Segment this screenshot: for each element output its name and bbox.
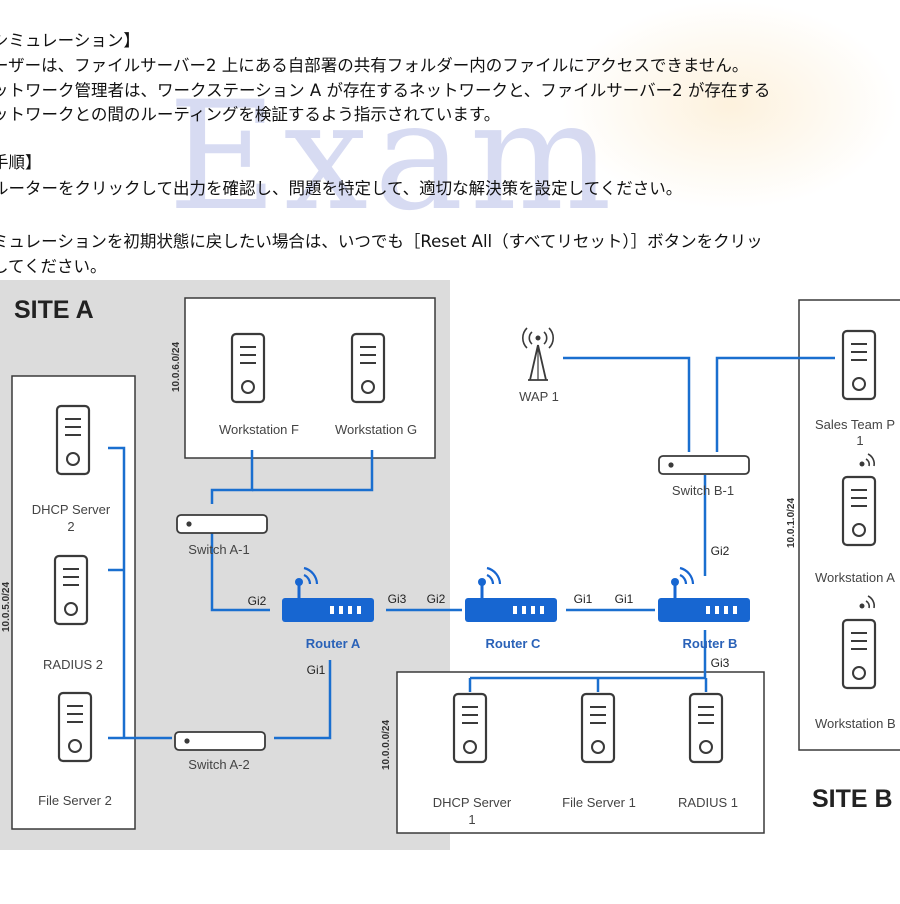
file-server-2-label: File Server 2 xyxy=(38,793,112,808)
dhcp-server-2-label-line2: 2 xyxy=(67,519,74,534)
instructions-panel: Exam シミュレーション】 ーザーは、ファイルサーバー2 上にある自部署の共有… xyxy=(0,0,900,280)
file-server-2-icon[interactable] xyxy=(57,691,93,763)
network-links xyxy=(108,356,835,740)
instruction-line-2: ーザーは、ファイルサーバー2 上にある自部署の共有フォルダー内のファイルにアクセ… xyxy=(0,56,749,75)
sales-team-label-line2: 1 xyxy=(856,433,863,448)
workstation-f-label: Workstation F xyxy=(219,422,299,437)
link-wsg-switch-a1 xyxy=(252,450,374,492)
interface-label-router-a-gi1: Gi1 xyxy=(307,663,326,677)
watermark: Exam xyxy=(168,70,618,244)
interface-label-router-a-gi3: Gi3 xyxy=(388,592,407,606)
workstation-a-icon[interactable] xyxy=(841,475,877,547)
wap1-icon[interactable] xyxy=(522,327,554,381)
site-a-title: SITE A xyxy=(14,296,94,324)
interface-label-router-a-gi2: Gi2 xyxy=(248,594,267,608)
switch-a2-icon[interactable] xyxy=(174,731,266,751)
diagram-canvas: SITE A 10.0.6.0/24 10.0.5.0/24 10.0.1.0/… xyxy=(0,280,900,850)
dhcp-server-1-icon[interactable] xyxy=(452,692,488,764)
interface-label-router-b-gi2: Gi2 xyxy=(711,544,730,558)
instruction-line-8: してください。 xyxy=(0,257,107,276)
radius-1-icon[interactable] xyxy=(688,692,724,764)
workstation-a-label: Workstation A xyxy=(815,570,895,585)
link-wap1-switch-b1 xyxy=(563,356,691,452)
link-servers-a-trunk xyxy=(108,446,126,738)
network-diagram: SITE A 10.0.6.0/24 10.0.5.0/24 10.0.1.0/… xyxy=(0,280,900,900)
interface-label-router-c-gi2: Gi2 xyxy=(427,592,446,606)
link-wsf-switch-a1 xyxy=(210,450,254,504)
instruction-line-3: ットワーク管理者は、ワークステーション A が存在するネットワークと、ファイルサ… xyxy=(0,81,771,100)
file-server-1-label: File Server 1 xyxy=(562,795,636,810)
wap1-label: WAP 1 xyxy=(519,389,559,404)
subnet-label-10-0-1: 10.0.1.0/24 xyxy=(786,498,797,548)
instruction-line-1: シミュレーション】 xyxy=(0,31,140,50)
dhcp-server-1-label-line2: 1 xyxy=(468,812,475,827)
workstation-f-icon[interactable] xyxy=(230,332,266,404)
interface-label-router-c-gi1: Gi1 xyxy=(574,592,593,606)
subnet-label-10-0-6: 10.0.6.0/24 xyxy=(171,342,182,392)
sales-team-pc-icon[interactable] xyxy=(841,329,877,401)
switch-b1-icon[interactable] xyxy=(658,455,750,475)
instruction-line-7: ミュレーションを初期状態に戻したい場合は、いつでも［Reset All（すべてリ… xyxy=(0,232,763,251)
router-b-label[interactable]: Router B xyxy=(683,636,738,651)
workstation-g-label: Workstation G xyxy=(335,422,417,437)
router-b-icon[interactable] xyxy=(656,566,752,624)
link-switch-a2-router-a xyxy=(274,660,332,740)
instruction-line-4: ットワークとの間のルーティングを検証するよう指示されています。 xyxy=(0,105,501,124)
background-glow xyxy=(560,0,900,210)
subnet-label-10-0-5: 10.0.5.0/24 xyxy=(1,582,12,632)
instruction-line-5: 手順】 xyxy=(0,153,42,172)
workstation-b-label: Workstation B xyxy=(815,716,896,731)
router-c-label[interactable]: Router C xyxy=(486,636,542,651)
dhcp-server-2-icon[interactable] xyxy=(55,404,91,476)
router-c-icon[interactable] xyxy=(463,566,559,624)
site-b-title: SITE B xyxy=(812,785,893,813)
instruction-line-6: ルーターをクリックして出力を確認し、問題を特定して、適切な解決策を設定してくださ… xyxy=(0,179,683,198)
switch-b1-label: Switch B-1 xyxy=(672,483,734,498)
router-a-label[interactable]: Router A xyxy=(306,636,361,651)
switch-a1-label: Switch A-1 xyxy=(188,542,249,557)
sales-team-label-line1: Sales Team P xyxy=(815,417,895,432)
dhcp-server-1-label-line1: DHCP Server xyxy=(433,795,512,810)
switch-a1-icon[interactable] xyxy=(176,514,268,534)
interface-label-router-b-gi3: Gi3 xyxy=(711,656,730,670)
subnet-box-workstations-fg xyxy=(184,297,436,459)
link-switch-a1-router-a xyxy=(210,524,270,612)
radius-1-label: RADIUS 1 xyxy=(678,795,738,810)
link-sales-switch-b1 xyxy=(715,356,835,452)
radius-2-label: RADIUS 2 xyxy=(43,657,103,672)
file-server-1-icon[interactable] xyxy=(580,692,616,764)
dhcp-server-2-label-line1: DHCP Server xyxy=(32,502,111,517)
subnet-label-10-0-0: 10.0.0.0/24 xyxy=(381,720,392,770)
switch-a2-label: Switch A-2 xyxy=(188,757,249,772)
radius-2-icon[interactable] xyxy=(53,554,89,626)
workstation-g-icon[interactable] xyxy=(350,332,386,404)
workstation-b-icon[interactable] xyxy=(841,618,877,690)
interface-label-router-b-gi1: Gi1 xyxy=(615,592,634,606)
